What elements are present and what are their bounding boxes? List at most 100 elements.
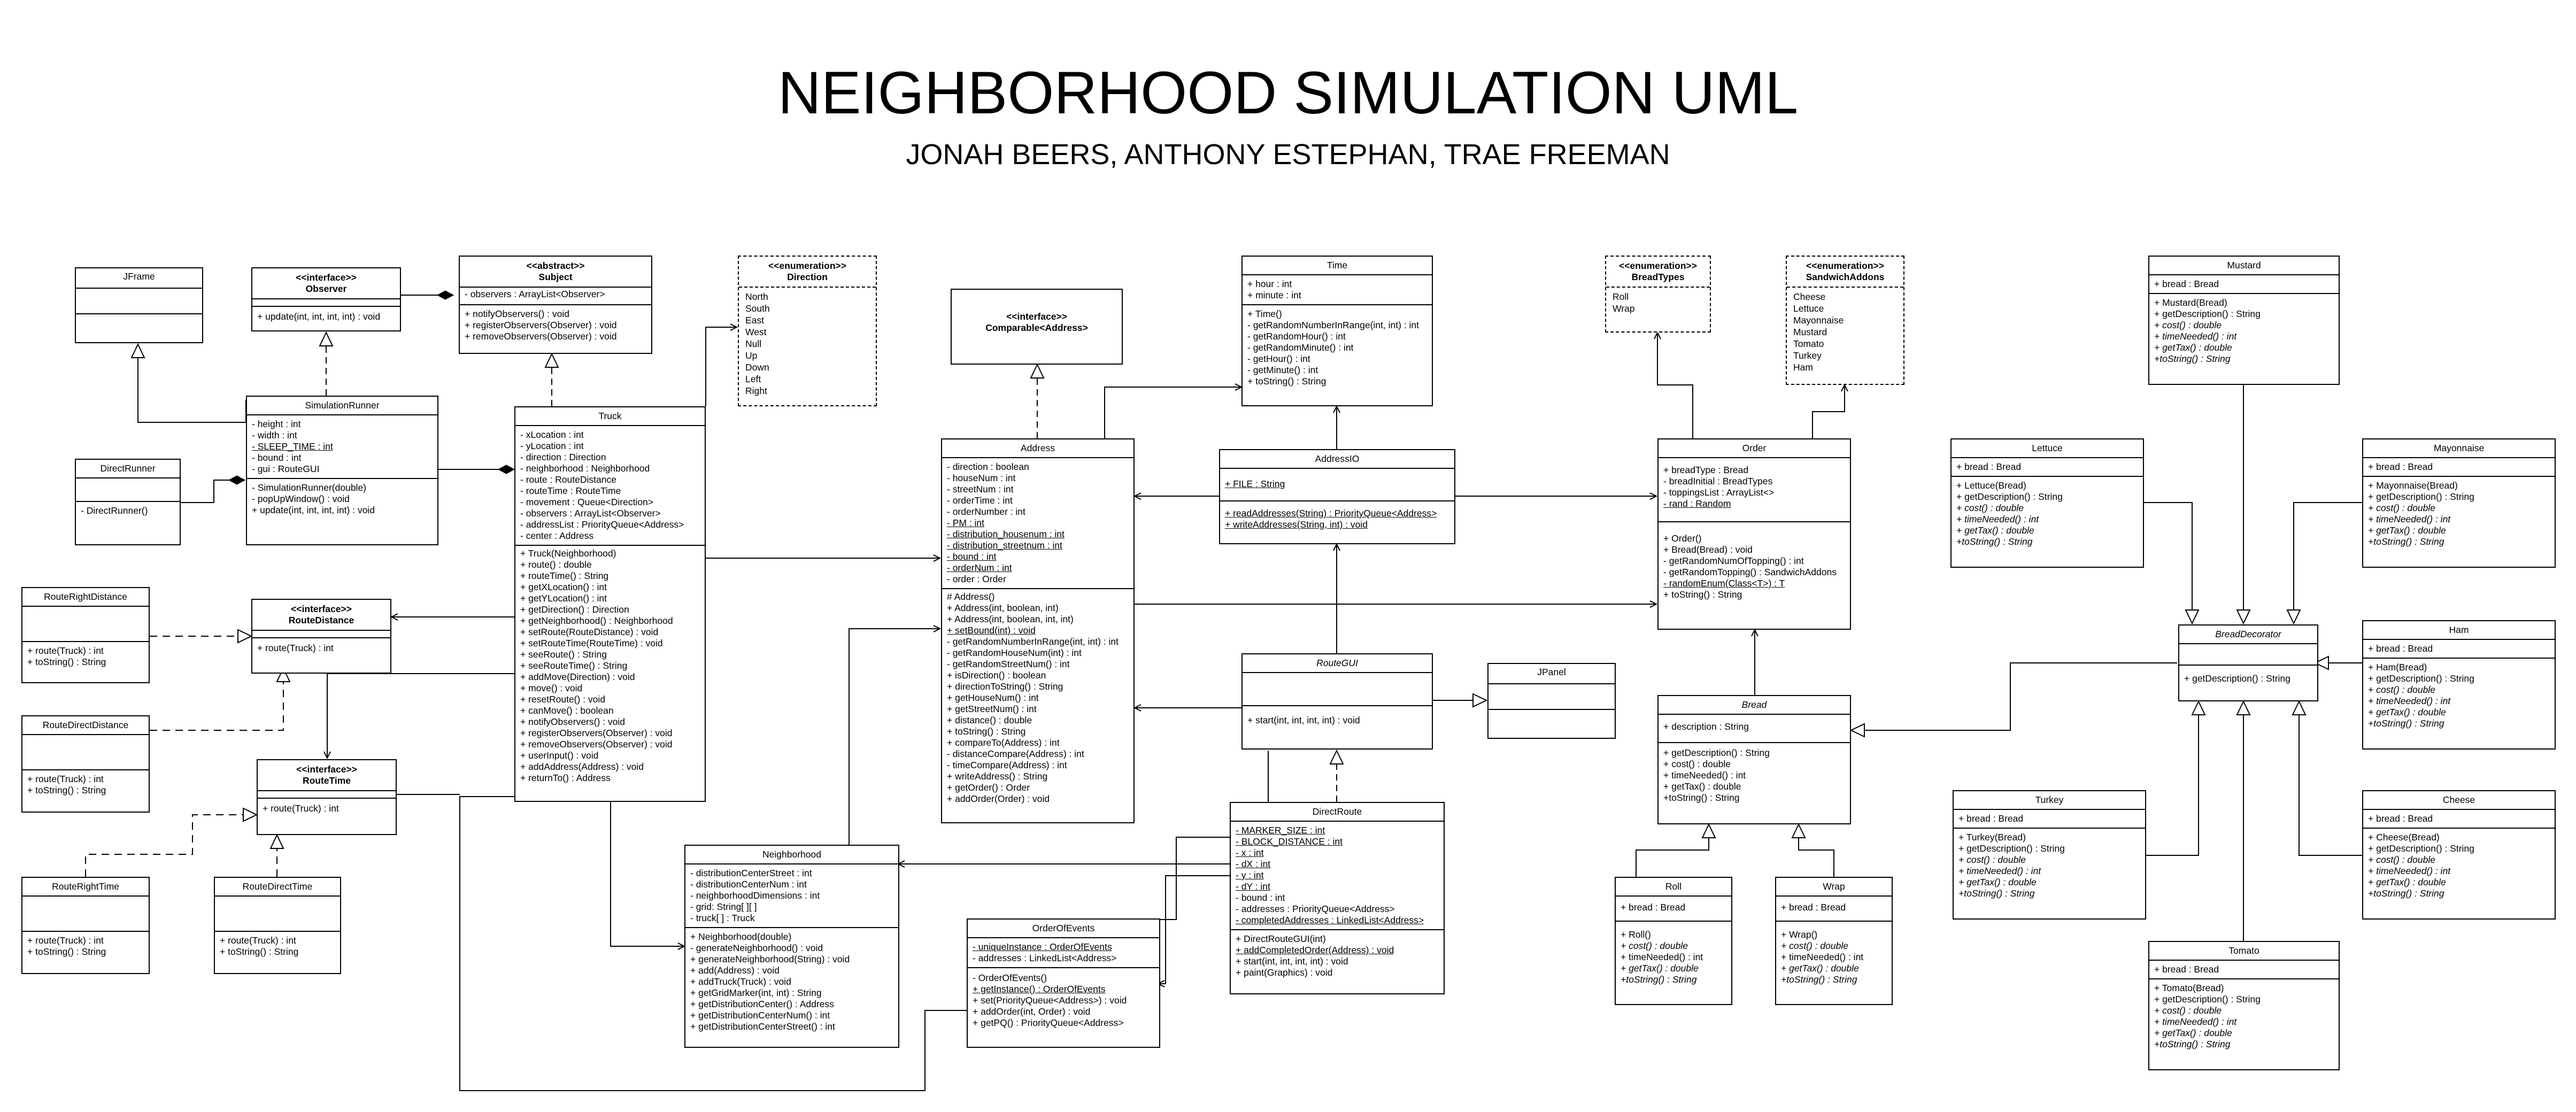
class-routedirectdistance-fields [22, 734, 149, 769]
method: - DirectRunner() [81, 505, 148, 516]
class-lettuce[interactable]: Lettuce + bread : Bread + Lettuce(Bread)… [1950, 438, 2144, 568]
method: + DirectRouteGUI(int) [1236, 933, 1326, 944]
method: - getMinute() : int [1247, 365, 1318, 375]
class-observer[interactable]: <<interface>>Observer + update(int, int,… [251, 267, 401, 331]
method: + notifyObservers() : void [465, 308, 569, 319]
class-routedirecttime[interactable]: RouteDirectTime + route(Truck) : int + t… [214, 877, 341, 974]
edge-lettuce-breaddecorator [2144, 502, 2200, 625]
class-cheese[interactable]: Cheese + bread : Bread + Cheese(Bread) +… [2362, 790, 2556, 920]
class-bread[interactable]: Bread + description : String + getDescri… [1657, 695, 1851, 824]
method: + seeRoute() : String [520, 649, 607, 660]
class-mustard-methods: + Mustard(Bread) + getDescription() : St… [2149, 293, 2339, 366]
class-directrunner-fields [76, 477, 180, 501]
field: - toppingsList : ArrayList<> [1663, 487, 1775, 498]
method: + distance() : double [947, 715, 1032, 725]
method: + toString() : String [1663, 589, 1742, 600]
literal: Cheese [1793, 291, 1826, 302]
class-mustard[interactable]: Mustard + bread : Bread + Mustard(Bread)… [2148, 256, 2340, 385]
class-orderofevents[interactable]: OrderOfEvents - uniqueInstance : OrderOf… [967, 918, 1160, 1048]
class-bread-name: Bread [1741, 699, 1767, 710]
enum-direction[interactable]: <<enumeration>>Direction North South Eas… [738, 256, 877, 406]
field: - distributionCenterNum : int [690, 879, 807, 890]
class-simulationrunner-fields: - height : int - width : int - SLEEP_TIM… [247, 414, 437, 478]
method: + timeNeeded() : int [2368, 696, 2451, 706]
method: + getPQ() : PriorityQueue<Address> [973, 1017, 1124, 1028]
class-cheese-fields: + bread : Bread [2363, 809, 2555, 828]
class-lettuce-methods: + Lettuce(Bread) + getDescription() : St… [1952, 476, 2143, 549]
method: + getDescription() : String [2184, 673, 2290, 684]
class-truck[interactable]: Truck - xLocation : int - yLocation : in… [514, 406, 706, 802]
interface-comparable[interactable]: <<interface>>Comparable<Address> [951, 289, 1123, 365]
field: - dX : int [1236, 859, 1271, 869]
method: + cost() : double [2368, 684, 2435, 695]
class-routerightdistance[interactable]: RouteRightDistance + route(Truck) : int … [21, 587, 150, 683]
method: # Address() [947, 591, 995, 602]
method: + cost() : double [2368, 503, 2435, 513]
method: + getStreetNum() : int [947, 704, 1037, 714]
class-simulationrunner[interactable]: SimulationRunner - height : int - width … [246, 396, 438, 545]
class-tomato-name: Tomato [2228, 945, 2259, 956]
class-tomato[interactable]: Tomato + bread : Bread + Tomato(Bread) +… [2148, 941, 2340, 1070]
class-directroute-name: DirectRoute [1312, 806, 1362, 817]
field: - uniqueInstance : OrderOfEvents [973, 941, 1112, 952]
class-ham[interactable]: Ham + bread : Bread + Ham(Bread) + getDe… [2362, 620, 2556, 750]
class-wrap[interactable]: Wrap + bread : Bread + Wrap() + cost() :… [1775, 877, 1893, 1005]
enum-sandwichaddons[interactable]: <<enumeration>>SandwichAddons Cheese Let… [1786, 256, 1904, 385]
method: + getDescription() : String [2368, 673, 2474, 684]
class-routegui[interactable]: RouteGUI + start(int, int, int, int) : v… [1241, 653, 1433, 750]
class-order[interactable]: Order + breadType : Bread - breadInitial… [1657, 438, 1851, 630]
field: + bread : Bread [2154, 964, 2219, 975]
interface-routedistance[interactable]: <<interface>>RouteDistance + route(Truck… [251, 599, 391, 674]
class-routegui-fields [1243, 672, 1432, 705]
class-subject[interactable]: <<abstract>>Subject - observers : ArrayL… [459, 256, 652, 354]
field: - orderNum : int [947, 562, 1012, 573]
method: + getTax() : double [1663, 781, 1741, 792]
method: + canMove() : boolean [520, 705, 614, 716]
literal: Roll [1613, 291, 1629, 302]
method: + getTax() : double [2154, 342, 2232, 353]
method: + addOrder(int, Order) : void [973, 1006, 1091, 1017]
class-neighborhood-fields: - distributionCenterStreet : int - distr… [685, 863, 898, 927]
class-tomato-fields: + bread : Bread [2149, 960, 2339, 978]
field: - addresses : PriorityQueue<Address> [1236, 904, 1395, 914]
method: + addAddress(Address) : void [520, 761, 644, 772]
class-observer-stereotype: <<interface>> [296, 272, 357, 283]
method: + Bread(Bread) : void [1663, 544, 1753, 555]
class-roll[interactable]: Roll + bread : Bread + Roll() + cost() :… [1615, 877, 1732, 1005]
class-neighborhood[interactable]: Neighborhood - distributionCenterStreet … [684, 845, 899, 1048]
method: + getDistributionCenter() : Address [690, 999, 834, 1009]
class-jframe[interactable]: JFrame [75, 267, 203, 343]
method: + toString() : String [27, 946, 106, 957]
class-directroute[interactable]: DirectRoute - MARKER_SIZE : int - BLOCK_… [1230, 802, 1445, 994]
method: + addMove(Direction) : void [520, 671, 635, 682]
class-mayonnaise[interactable]: Mayonnaise + bread : Bread + Mayonnaise(… [2362, 438, 2556, 568]
class-observer-fields [252, 298, 400, 306]
method: + Turkey(Bread) [1958, 832, 2026, 843]
method: + getDescription() : String [2154, 994, 2261, 1005]
field: - orderNumber : int [947, 506, 1025, 517]
method: + addOrder(Order) : void [947, 793, 1050, 804]
method: + route(Truck) : int [27, 935, 104, 946]
field: + bread : Bread [1781, 902, 1846, 913]
class-bread-methods: + getDescription() : String + cost() : d… [1659, 742, 1850, 805]
edge-roll-bread [1636, 823, 1716, 877]
class-routerighttime[interactable]: RouteRightTime + route(Truck) : int + to… [21, 877, 150, 974]
method: + addTruck(Truck) : void [690, 976, 791, 987]
class-breaddecorator[interactable]: BreadDecorator + getDescription() : Stri… [2178, 624, 2318, 701]
edge-neighborhood-address [849, 629, 940, 845]
interface-comparable-name: Comparable<Address> [985, 322, 1088, 333]
field: - dY : int [1236, 881, 1270, 892]
field: - movement : Queue<Direction> [520, 497, 654, 507]
class-address[interactable]: Address - direction : boolean - houseNum… [941, 438, 1135, 823]
class-truck-name: Truck [598, 411, 622, 421]
class-time[interactable]: Time + hour : int + minute : int + Time(… [1241, 256, 1433, 406]
class-jpanel[interactable]: JPanel [1487, 663, 1616, 739]
class-routedirectdistance[interactable]: RouteDirectDistance + route(Truck) : int… [21, 715, 150, 813]
enum-breadtypes[interactable]: <<enumeration>>BreadTypes Roll Wrap [1605, 256, 1711, 333]
class-addressio[interactable]: AddressIO + FILE : String + readAddresse… [1219, 449, 1455, 544]
method: + writeAddress() : String [947, 771, 1048, 782]
interface-routetime[interactable]: <<interface>>RouteTime + route(Truck) : … [257, 759, 397, 835]
class-routedirecttime-name: RouteDirectTime [242, 881, 313, 892]
class-turkey[interactable]: Turkey + bread : Bread + Turkey(Bread) +… [1953, 790, 2146, 920]
class-directrunner[interactable]: DirectRunner - DirectRunner() [75, 459, 181, 545]
